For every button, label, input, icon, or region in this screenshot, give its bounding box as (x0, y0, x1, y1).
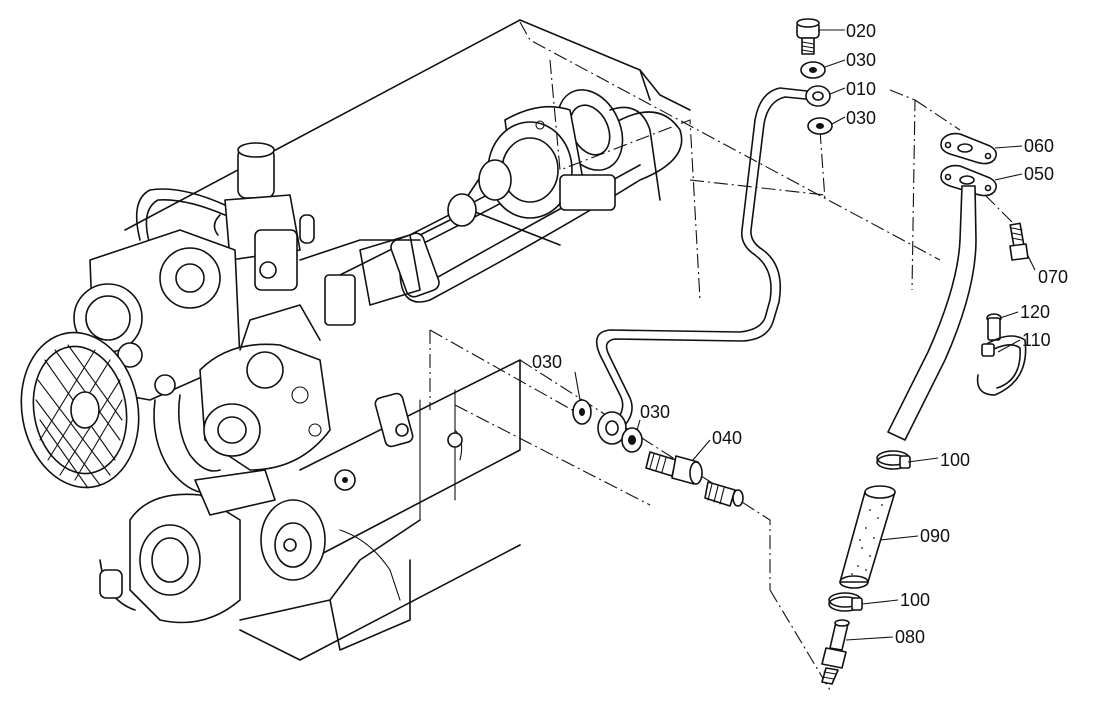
return-pipe-050 (887, 185, 977, 441)
callout-020: 020 (846, 21, 876, 41)
callout-100-a: 100 (940, 450, 970, 470)
screw-120 (986, 313, 1002, 341)
banjo-bolt-020 (796, 18, 820, 55)
clamp-110 (976, 335, 1027, 396)
callout-leaders (574, 29, 1036, 641)
callout-050: 050 (1024, 164, 1054, 184)
callout-070: 070 (1038, 267, 1068, 287)
bolt-070 (1009, 222, 1029, 261)
callout-110: 110 (1022, 330, 1051, 350)
callout-090: 090 (920, 526, 950, 546)
oil-pressure-switch (704, 481, 744, 507)
callout-040: 040 (712, 428, 742, 448)
callout-080: 080 (895, 627, 925, 647)
callout-labels: 020 030 010 030 060 050 070 120 110 030 … (532, 21, 1068, 647)
gasket-060 (940, 132, 998, 165)
hose-clamp-100-lower (828, 592, 863, 612)
washer-030-left (572, 399, 592, 425)
callout-120: 120 (1020, 302, 1050, 322)
washer-030-upper (800, 61, 826, 79)
callout-030-c: 030 (532, 352, 562, 372)
assembly-centerlines (429, 59, 1021, 691)
rubber-hose-090 (839, 485, 896, 589)
washer-030-right (621, 427, 643, 453)
callout-030-a: 030 (846, 50, 876, 70)
pipe-joint-080 (821, 619, 850, 685)
flange-050 (940, 164, 998, 197)
banjo-eye-lower (597, 411, 627, 445)
callout-010: 010 (846, 79, 876, 99)
hose-clamp-100-upper (876, 450, 911, 470)
oil-pipe-010 (595, 87, 817, 431)
callout-060: 060 (1024, 136, 1054, 156)
joint-bolt-040 (645, 451, 703, 485)
engine-assembly (20, 19, 941, 661)
callout-100-b: 100 (900, 590, 930, 610)
banjo-eye-010 (805, 85, 831, 107)
washer-030-lower (807, 117, 833, 135)
callout-030-d: 030 (640, 402, 670, 422)
callout-030-b: 030 (846, 108, 876, 128)
